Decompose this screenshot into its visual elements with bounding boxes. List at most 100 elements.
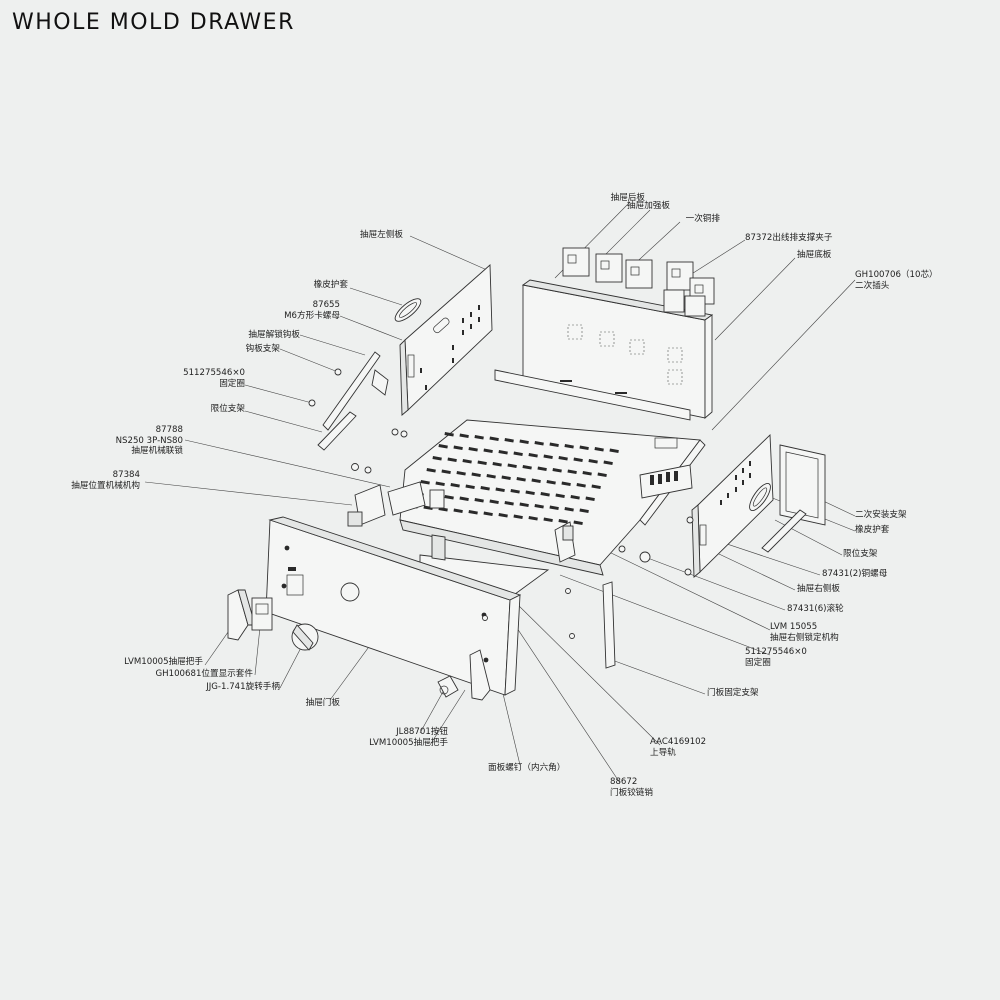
vent-slot <box>609 448 619 454</box>
label-bottom-plate: 抽屉底板 <box>797 250 832 260</box>
vent-slot <box>477 460 487 466</box>
vent-slot <box>573 520 583 526</box>
vent-slot <box>480 486 490 491</box>
vent-slot <box>528 453 538 458</box>
label-handle-left: LVM10005抽屉把手 <box>124 657 203 667</box>
vent-slot <box>489 436 499 442</box>
page-title: WHOLE MOLD DRAWER <box>12 10 295 35</box>
vent-slot <box>576 483 586 488</box>
push-button <box>437 675 459 698</box>
label-panel-screw: 面板螺钉（内六角） <box>488 763 566 773</box>
vent-slot <box>594 446 604 452</box>
vent-slot <box>564 507 574 512</box>
rubber-sleeve-right <box>749 482 771 512</box>
vent-slot <box>558 519 568 524</box>
vent-slot <box>546 480 556 485</box>
vent-slot <box>501 475 511 481</box>
vent-slot <box>504 438 514 443</box>
label-hook-bracket: 钩板支架 <box>245 344 280 354</box>
label-roller: 87431(6)滚轮 <box>787 604 844 614</box>
label-rear-panel: 抽屉后板 <box>610 193 645 203</box>
vent-slot <box>444 432 454 437</box>
vent-slot <box>492 462 502 467</box>
rubber-sleeve-left <box>394 298 422 322</box>
label-primary-copper: 一次铜排 <box>685 214 720 224</box>
vent-slot <box>513 451 523 457</box>
label-support-clip: 87372出线排支撑夹子 <box>745 233 833 243</box>
vent-slot <box>543 454 553 460</box>
panel-screws <box>482 588 575 639</box>
vent-slot <box>528 516 538 521</box>
vent-slot <box>573 457 583 463</box>
vent-slot <box>486 474 496 479</box>
label-limit-bracket-right: 限位支架 <box>843 549 878 559</box>
vent-slot <box>483 448 493 454</box>
vent-slot <box>468 447 478 452</box>
vent-slot <box>450 483 460 488</box>
vent-slot <box>423 505 433 511</box>
position-mechanism <box>347 481 445 527</box>
vent-slot <box>438 444 448 449</box>
vent-slot <box>444 495 454 500</box>
vent-slot <box>459 433 469 439</box>
vent-slot <box>462 459 472 464</box>
vent-slot <box>474 498 484 503</box>
vent-slot <box>453 508 463 514</box>
label-display-kit: GH100681位置显示套件 <box>155 669 254 679</box>
label-door-bracket: 门板固定支架 <box>707 688 759 698</box>
label-secondary-plug: GH100706（10芯）二次插头 <box>855 270 938 291</box>
vent-slot <box>597 472 607 478</box>
label-rubber-sleeve-right: 橡皮护套 <box>855 525 890 535</box>
vent-slot <box>549 505 559 511</box>
vent-slot <box>432 456 442 461</box>
vent-slot <box>504 501 514 506</box>
secondary-mount-bracket <box>779 444 826 526</box>
vent-slot <box>603 460 613 466</box>
limit-bracket-right <box>761 509 807 553</box>
label-unlock-hook-plate: 抽屉解锁钩板 <box>248 330 300 340</box>
label-limit-bracket-left: 限位支架 <box>210 404 245 414</box>
limit-bracket-left <box>317 411 357 451</box>
vent-slot <box>468 510 478 515</box>
vent-slot <box>540 491 550 497</box>
label-right-side-plate: 抽屉右侧板 <box>797 584 840 594</box>
label-left-side-plate: 抽屉左侧板 <box>360 230 403 240</box>
door-panel <box>265 516 522 696</box>
vent-slot <box>534 504 544 509</box>
vent-slot <box>465 484 475 490</box>
vent-slot <box>579 508 589 514</box>
vent-slot <box>489 499 499 505</box>
vent-slot <box>567 469 577 475</box>
vent-slot <box>474 435 484 440</box>
vent-slot <box>525 490 535 496</box>
vent-slot <box>591 484 601 490</box>
label-copper-nut: 87431(2)铜螺母 <box>822 569 888 579</box>
vent-slot <box>513 514 523 520</box>
primary-copper-busbar <box>562 247 715 317</box>
vent-slot <box>552 468 562 473</box>
vent-slot <box>456 470 466 476</box>
vent-slot <box>498 450 508 455</box>
vent-slot <box>471 472 481 478</box>
left-side-plate <box>399 264 493 416</box>
vent-slot <box>570 495 580 500</box>
right-side-plate <box>691 433 774 578</box>
drawer-handle-left <box>227 589 256 641</box>
vent-slot <box>453 445 463 451</box>
roller-and-nuts <box>618 516 694 576</box>
vent-slot <box>531 478 541 484</box>
vent-slot <box>519 439 529 445</box>
vent-slot <box>498 513 508 518</box>
vent-slot <box>519 502 529 508</box>
vent-slot <box>435 481 445 487</box>
vent-slot <box>588 459 598 464</box>
vent-slot <box>426 468 436 473</box>
vent-slot <box>447 457 457 463</box>
